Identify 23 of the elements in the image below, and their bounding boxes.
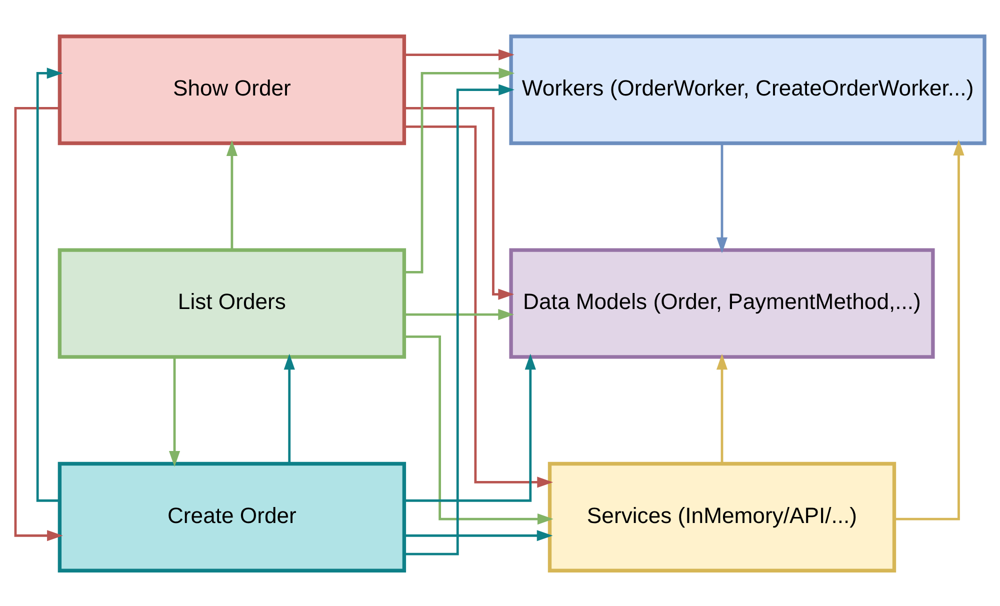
arrow bbox=[284, 353, 295, 463]
arrow bbox=[404, 67, 515, 273]
node-box: Show Order bbox=[58, 34, 406, 145]
arrow bbox=[404, 84, 514, 555]
arrow bbox=[404, 530, 553, 541]
arrow bbox=[14, 106, 63, 541]
arrow bbox=[404, 48, 514, 60]
node-box: Create Order bbox=[58, 461, 406, 572]
node-box: Workers (OrderWorker, CreateOrderWorker...) bbox=[509, 34, 986, 145]
arrow bbox=[168, 356, 180, 466]
arrow bbox=[226, 140, 238, 250]
arrow bbox=[716, 143, 728, 253]
node-box: Data Models (Order, PaymentMethod,...) bbox=[509, 248, 935, 358]
arrow bbox=[404, 334, 554, 524]
arrow bbox=[404, 308, 514, 320]
arrow bbox=[36, 67, 63, 502]
arrow bbox=[894, 139, 964, 520]
arrow bbox=[404, 353, 536, 502]
node-box: List Orders bbox=[58, 248, 406, 358]
arrow bbox=[716, 353, 728, 463]
arrow bbox=[404, 124, 554, 488]
node-box: Services (InMemory/API/...) bbox=[548, 461, 896, 572]
arrow bbox=[404, 106, 514, 300]
